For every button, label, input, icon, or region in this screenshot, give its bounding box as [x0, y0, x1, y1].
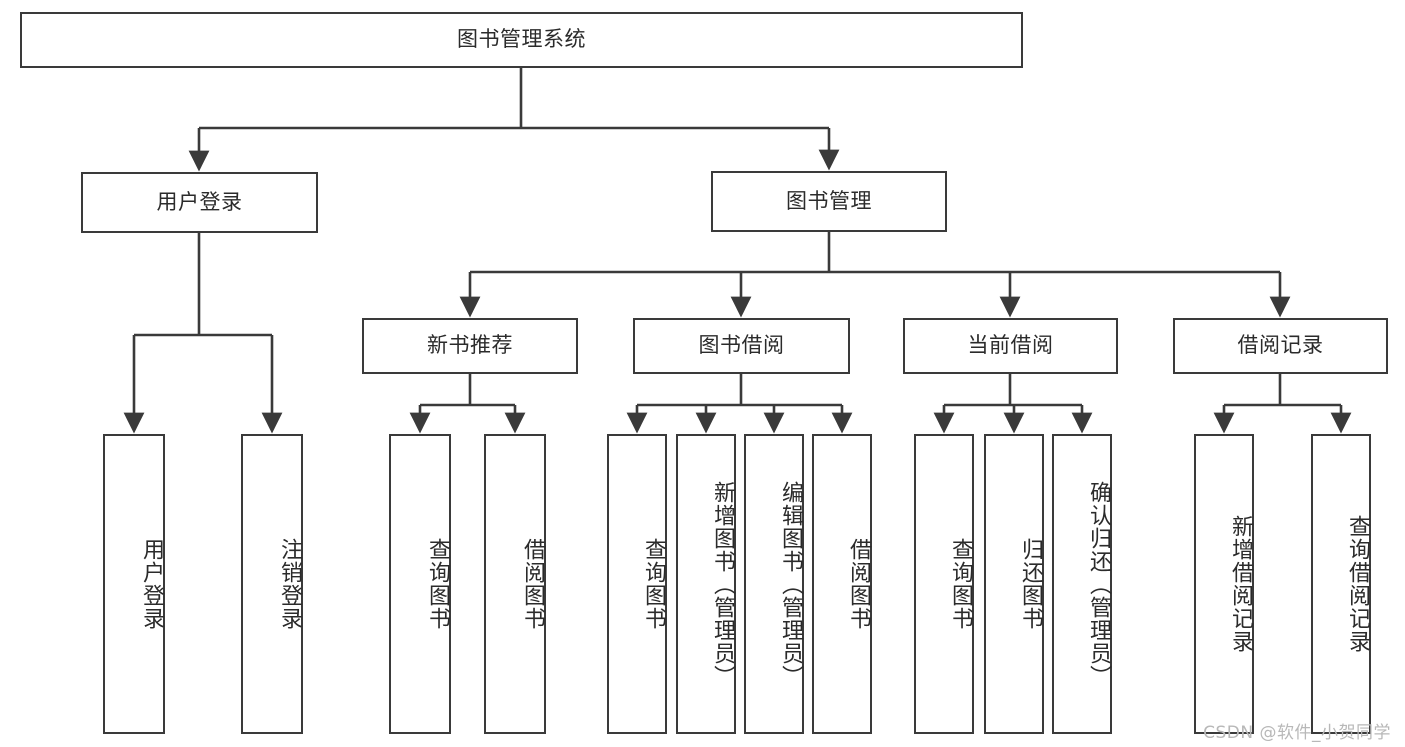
node-leaf-query-book-3[interactable]: 查询图书 [914, 434, 974, 734]
node-leaf-borrow-book-2-label: 借阅图书 [846, 538, 871, 630]
node-book-management-label: 图书管理 [786, 188, 872, 213]
node-book-management[interactable]: 图书管理 [711, 171, 947, 232]
node-leaf-edit-book-label: 编辑图书（管理员） [778, 480, 803, 688]
node-leaf-edit-book[interactable]: 编辑图书（管理员） [744, 434, 804, 734]
node-leaf-query-record-label: 查询借阅记录 [1345, 515, 1370, 653]
node-root-label: 图书管理系统 [457, 27, 586, 52]
node-current-borrow-label: 当前借阅 [967, 333, 1054, 358]
watermark-text: CSDN @软件_小贺同学 [1203, 723, 1391, 743]
node-leaf-return-book-label: 归还图书 [1018, 538, 1043, 630]
node-new-book-recommend-label: 新书推荐 [427, 333, 513, 358]
node-borrow-record-label: 借阅记录 [1237, 333, 1324, 358]
node-new-book-recommend[interactable]: 新书推荐 [362, 318, 578, 374]
node-borrow-record[interactable]: 借阅记录 [1173, 318, 1388, 374]
node-leaf-user-login[interactable]: 用户登录 [103, 434, 165, 734]
node-leaf-confirm-return-label: 确认归还（管理员） [1086, 480, 1111, 688]
node-leaf-add-book[interactable]: 新增图书（管理员） [676, 434, 736, 734]
node-leaf-borrow-book-1-label: 借阅图书 [520, 538, 545, 630]
node-leaf-user-login-label: 用户登录 [139, 538, 164, 630]
node-leaf-add-record[interactable]: 新增借阅记录 [1194, 434, 1254, 734]
node-leaf-query-book-1-label: 查询图书 [425, 538, 450, 630]
node-leaf-borrow-book-1[interactable]: 借阅图书 [484, 434, 546, 734]
node-root[interactable]: 图书管理系统 [20, 12, 1023, 68]
node-leaf-query-book-2[interactable]: 查询图书 [607, 434, 667, 734]
node-leaf-add-record-label: 新增借阅记录 [1228, 515, 1253, 653]
node-user-login[interactable]: 用户登录 [81, 172, 318, 233]
node-leaf-user-logout[interactable]: 注销登录 [241, 434, 303, 734]
node-leaf-add-book-label: 新增图书（管理员） [710, 480, 735, 688]
node-leaf-query-book-1[interactable]: 查询图书 [389, 434, 451, 734]
node-leaf-borrow-book-2[interactable]: 借阅图书 [812, 434, 872, 734]
node-book-borrow-label: 图书借阅 [698, 333, 785, 358]
node-current-borrow[interactable]: 当前借阅 [903, 318, 1118, 374]
node-leaf-query-book-3-label: 查询图书 [948, 538, 973, 630]
node-leaf-query-book-2-label: 查询图书 [641, 538, 666, 630]
node-leaf-confirm-return[interactable]: 确认归还（管理员） [1052, 434, 1112, 734]
node-leaf-user-logout-label: 注销登录 [277, 538, 302, 630]
node-user-login-label: 用户登录 [156, 189, 243, 214]
node-leaf-return-book[interactable]: 归还图书 [984, 434, 1044, 734]
node-book-borrow[interactable]: 图书借阅 [633, 318, 850, 374]
node-leaf-query-record[interactable]: 查询借阅记录 [1311, 434, 1371, 734]
